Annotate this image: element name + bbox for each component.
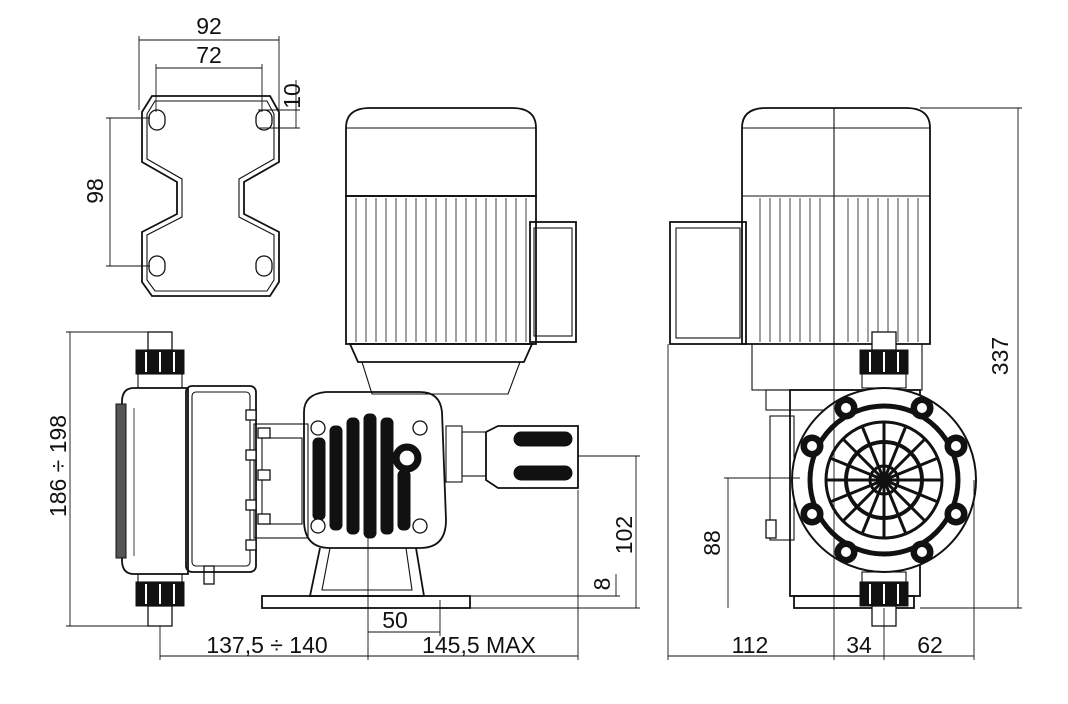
cooling-fins <box>759 198 919 342</box>
dim-bracket-width-outer: 92 <box>196 13 222 39</box>
dimension-labels: 92 72 10 98 337 186 ÷ 198 102 8 50 137,5… <box>45 13 1013 658</box>
dim-side-width-right: 62 <box>917 632 943 658</box>
dim-bracket-width-inner: 72 <box>196 42 222 68</box>
face-spokes <box>826 422 942 538</box>
terminal-box <box>529 221 577 343</box>
motor-body <box>345 107 577 395</box>
dim-pump-head-height: 186 ÷ 198 <box>45 415 71 517</box>
connecting-body <box>203 423 309 585</box>
dim-bracket-slot-spacing: 98 <box>82 178 108 204</box>
gearbox <box>261 391 471 609</box>
dim-axis-height: 88 <box>699 530 725 556</box>
dim-side-width-mid: 34 <box>846 632 872 658</box>
bracket-slot <box>255 109 273 131</box>
bracket-slot <box>148 255 166 277</box>
bracket-slot <box>148 109 166 131</box>
adjustment-knob <box>445 425 579 489</box>
gearbox-ribs <box>312 413 411 539</box>
gearbox-bolt <box>310 420 428 534</box>
dim-discharge-height: 102 <box>611 516 637 554</box>
dim-total-height: 337 <box>987 337 1013 375</box>
pump-head <box>115 385 257 575</box>
pump-head-face <box>791 387 977 573</box>
dim-slot-width: 10 <box>279 83 305 109</box>
cooling-fins <box>355 198 527 342</box>
pump-side-view <box>667 107 1022 660</box>
mounting-bracket-view <box>106 36 300 297</box>
head-bolt <box>245 409 257 551</box>
bracket-slot <box>255 255 273 277</box>
dim-mount-hole-offset: 50 <box>382 607 408 633</box>
terminal-box <box>669 221 747 345</box>
side-valve-top <box>859 331 909 389</box>
valve-bottom <box>135 573 185 627</box>
valve-top <box>135 331 185 389</box>
dim-length-left: 137,5 ÷ 140 <box>206 632 327 658</box>
face-bolt <box>800 396 968 564</box>
dim-side-width-left: 112 <box>732 632 769 658</box>
stroke-knob <box>392 443 422 473</box>
pump-front-view <box>66 107 640 660</box>
dim-length-right: 145,5 MAX <box>422 632 536 658</box>
dim-base-thickness: 8 <box>589 578 615 591</box>
